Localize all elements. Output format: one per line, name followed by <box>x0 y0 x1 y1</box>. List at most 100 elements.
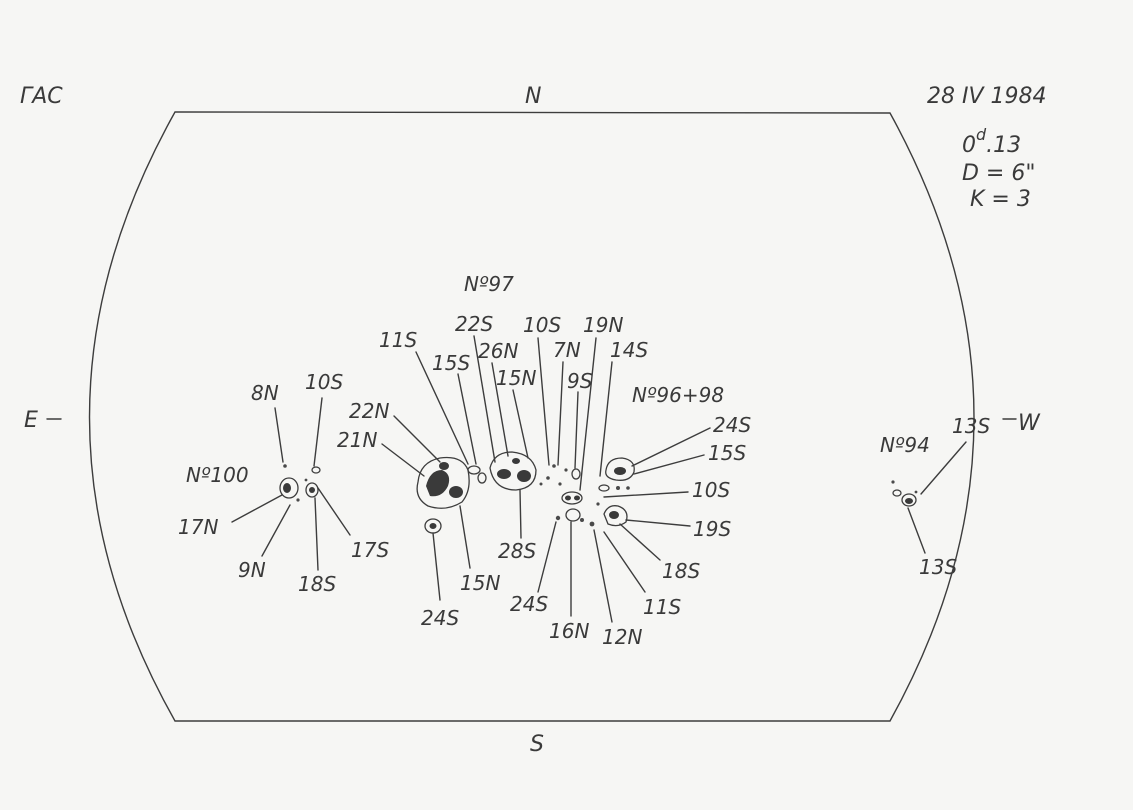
group-100: Nº100 8N 10S 17N 9N 18S 17S <box>178 370 389 596</box>
label-13s-upper: 13S <box>952 414 990 438</box>
leader-line <box>625 519 691 527</box>
leader-line <box>491 362 509 457</box>
leader-line <box>537 337 550 466</box>
sunspot <box>305 482 319 498</box>
sunspot <box>605 457 635 481</box>
leader-line <box>231 494 283 523</box>
label-17s: 17S <box>351 538 389 562</box>
leader-line <box>432 532 441 601</box>
sunspot <box>571 468 581 480</box>
sunspot <box>311 466 321 474</box>
leader-line <box>603 531 646 593</box>
label-18s: 18S <box>662 559 700 583</box>
label-13s-lower: 13S <box>919 555 957 579</box>
sunspot <box>598 484 610 492</box>
pore <box>304 478 308 482</box>
sunspot <box>279 477 299 499</box>
pore <box>552 464 556 468</box>
group-name: Nº97 <box>464 272 514 296</box>
label-9s-lower: 11S <box>643 595 681 619</box>
pore <box>555 515 561 521</box>
sunspot <box>901 493 917 507</box>
leader-line <box>317 487 351 536</box>
sunspot <box>309 487 315 493</box>
label-24s-center: 28S <box>498 539 536 563</box>
east-label: E <box>24 408 38 433</box>
sunspot <box>512 458 520 464</box>
leader-line <box>579 337 597 491</box>
label-14s: 14S <box>610 338 648 362</box>
label-10s: 10S <box>692 478 730 502</box>
group-94: Nº94 13S 13S <box>880 414 990 579</box>
leader-line <box>393 415 441 463</box>
group-name: Nº96+98 <box>632 383 724 407</box>
group-name: Nº100 <box>186 463 249 487</box>
sunspot <box>489 451 537 491</box>
leader-line <box>512 389 529 459</box>
sunspot <box>561 491 583 505</box>
sunspot <box>449 486 463 498</box>
label-10s: 10S <box>523 313 561 337</box>
label-26n: 26N <box>478 339 518 363</box>
quality-label: K = 3 <box>970 187 1031 212</box>
sunspot <box>477 472 487 484</box>
leader-line <box>415 351 469 465</box>
label-11s: 11S <box>379 328 417 352</box>
leader-line <box>459 505 471 569</box>
pore <box>596 502 600 506</box>
leader-line <box>633 454 705 475</box>
leader-line <box>603 491 689 498</box>
label-28s: 15N <box>460 571 500 595</box>
sunspot <box>429 523 437 529</box>
label-19s: 19S <box>693 517 731 541</box>
pore <box>283 464 287 468</box>
sunspot <box>905 498 913 504</box>
leader-line <box>599 361 613 477</box>
label-21n: 21N <box>337 428 377 452</box>
sunspot <box>565 495 571 501</box>
north-label: N <box>525 84 541 109</box>
time-frac: .13 <box>986 133 1021 158</box>
leader-line <box>593 529 613 623</box>
leader-line <box>381 443 425 477</box>
time-label: 0d.13 <box>962 125 1021 158</box>
pore <box>558 482 562 486</box>
observatory-label: ГАС <box>20 84 63 109</box>
label-15s: 15S <box>432 351 470 375</box>
leader-line <box>920 441 967 495</box>
label-24s-lower: 24S <box>421 606 459 630</box>
label-15s: 15S <box>708 441 746 465</box>
time-main: 0 <box>962 133 976 158</box>
label-19n: 19N <box>583 313 623 337</box>
leader-line <box>537 521 557 593</box>
leader-line <box>519 489 522 539</box>
sunspot <box>439 462 449 470</box>
label-22n: 22N <box>349 399 389 423</box>
disk-frame <box>88 111 975 722</box>
label-11s-lower: 12N <box>602 625 642 649</box>
west-label: W <box>1018 411 1041 436</box>
sunspot <box>614 467 626 475</box>
sunspot <box>892 489 902 497</box>
pore <box>914 490 918 494</box>
label-9n: 9N <box>238 558 266 582</box>
time-sup: d <box>976 125 987 144</box>
sunspot <box>565 508 581 522</box>
label-8n: 8N <box>251 381 279 405</box>
label-18s: 18S <box>298 572 336 596</box>
leader-line <box>274 407 284 463</box>
leader-line <box>457 373 477 465</box>
sunspot <box>497 469 511 479</box>
pore <box>589 521 595 527</box>
pore <box>539 482 543 486</box>
group-97: Nº97 11S 15S 22S <box>337 272 681 649</box>
pore <box>891 480 895 484</box>
label-24s: 24S <box>713 413 751 437</box>
sunspot <box>467 465 481 475</box>
group-96-98: Nº96+98 24S 15S 10S 19S 18S <box>596 383 751 583</box>
label-10s: 10S <box>305 370 343 394</box>
label-16n: 24S <box>510 592 548 616</box>
sunspot <box>283 483 291 493</box>
label-17n: 17N <box>178 515 218 539</box>
